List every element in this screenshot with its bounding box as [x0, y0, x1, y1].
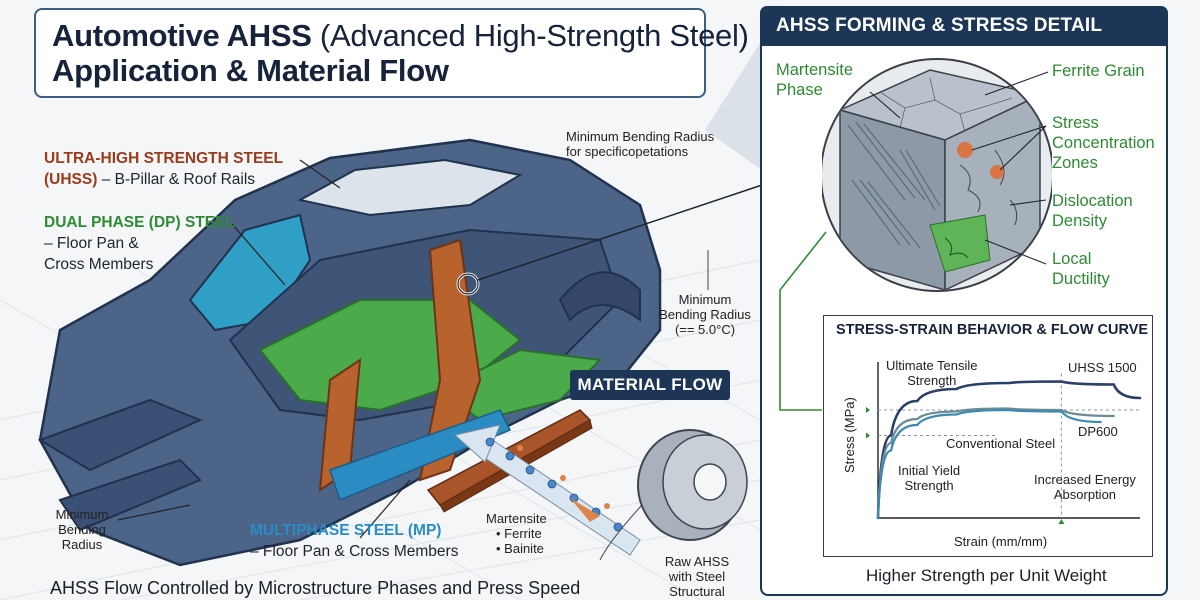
min-bend-mid-1: Minimum: [678, 292, 732, 307]
phase-bainite: • Bainite: [496, 541, 544, 556]
yield-annotation: Initial Yield Strength: [898, 463, 960, 493]
title-line-2: Application & Material Flow: [52, 53, 688, 88]
local-ductility-label: Local Ductility: [1052, 249, 1110, 289]
raw-2: with Steel: [668, 569, 726, 584]
dislocation-2: Density: [1052, 212, 1108, 230]
min-bend-mid-2: Bending Radius: [659, 307, 751, 322]
ylabel-text: Stress (MPa): [842, 397, 857, 473]
title-light: (Advanced High-Strength Steel): [319, 18, 749, 53]
ferrite-grain-label: Ferrite Grain: [1052, 62, 1145, 80]
series-label-uhss: UHSS 1500: [1068, 360, 1137, 375]
zoom-connector: [705, 40, 762, 170]
title-line-1: Automotive AHSS (Advanced High-Strength …: [52, 18, 749, 53]
local-1: Local: [1052, 250, 1092, 268]
dp-desc-2: Cross Members: [44, 256, 154, 273]
phase-title: Martensite: [486, 511, 547, 526]
dislocation-1: Dislocation: [1052, 192, 1133, 210]
bottom-note: Higher Strength per Unit Weight: [866, 566, 1107, 585]
cube-chart-connector: [779, 231, 827, 411]
min-bend-top: Minimum Bending Radius for specificopeta…: [566, 129, 714, 159]
series-line-uhss: [876, 380, 1142, 520]
mp-name: MULTIPHASE STEEL (MP): [250, 522, 442, 539]
dp-desc-1: – Floor Pan &: [44, 235, 139, 252]
title-box: Automotive AHSS (Advanced High-Strength …: [34, 8, 749, 98]
min-bend-left-2: Bending: [58, 522, 106, 537]
min-bend-left: Minimum Bending Radius: [44, 507, 120, 552]
title-bold: Automotive AHSS: [52, 18, 312, 53]
marker-arrow-x: [1058, 519, 1065, 524]
yield-2: Strength: [904, 478, 954, 493]
footer-text: AHSS Flow Controlled by Microstructure P…: [50, 578, 581, 598]
material-flow-badge: MATERIAL FLOW: [570, 370, 730, 400]
min-bend-mid: Minimum Bending Radius (== 5.0°C): [646, 292, 764, 337]
uts-2: Strength: [907, 373, 957, 388]
energy-1: Increased Energy: [1034, 472, 1136, 487]
phase-ferrite: • Ferrite: [496, 526, 542, 541]
chart-lines: [876, 380, 1142, 520]
min-bend-mid-3: (== 5.0°C): [674, 322, 736, 337]
martensite-2: Phase: [776, 81, 823, 99]
detail-panel-header: AHSS FORMING & STRESS DETAIL: [760, 6, 1168, 46]
mp-desc: – Floor Pan & Cross Members: [250, 543, 459, 560]
series-label-conventional: Conventional Steel: [946, 436, 1056, 451]
microstructure-cube: [822, 58, 1052, 292]
dislocation-density-label: Dislocation Density: [1052, 191, 1133, 231]
chart-title: STRESS-STRAIN BEHAVIOR & FLOW CURVE: [836, 322, 1149, 338]
title-line-2-text: Application & Material Flow: [52, 53, 449, 88]
min-bend-left-3: Radius: [61, 537, 103, 552]
stress-strain-chart: [866, 362, 1142, 524]
stress-1: Stress: [1052, 114, 1099, 132]
marker-arrow-lower: [866, 432, 870, 439]
raw-3: Structural: [669, 584, 725, 599]
series-line-conventional: [876, 407, 1115, 520]
raw-ahss-label: Raw AHSS with Steel Structural: [656, 554, 738, 599]
uhss-desc: – B-Pillar & Roof Rails: [101, 171, 256, 188]
mp-label: MULTIPHASE STEEL (MP): [250, 522, 441, 540]
uts-1: Ultimate Tensile: [886, 358, 978, 373]
uhss-label: ULTRA-HIGH STRENGTH STEEL: [44, 150, 283, 168]
series-line-dp600: [876, 408, 1102, 520]
uhss-name: ULTRA-HIGH STRENGTH STEEL: [44, 150, 284, 167]
marker-arrow-upper: [866, 407, 870, 413]
dp-name: DUAL PHASE (DP) STEEL: [44, 214, 235, 231]
min-bend-left-1: Minimum: [55, 507, 109, 522]
min-bend-top-1: Minimum Bending Radius: [566, 129, 715, 144]
series-label-dp600: DP600: [1078, 424, 1118, 439]
martensite-phase-label: Martensite Phase: [776, 60, 853, 100]
martensite-1: Martensite: [776, 61, 854, 79]
dp-label: DUAL PHASE (DP) STEEL: [44, 214, 235, 232]
material-flow-graphic: [426, 409, 748, 561]
stress-2: Concentration: [1052, 134, 1155, 152]
phase-list: Martensite • Ferrite • Bainite: [486, 511, 547, 556]
raw-1: Raw AHSS: [664, 554, 730, 569]
stress-concentration-label: Stress Concentration Zones: [1052, 113, 1155, 173]
uhss-desc-line: (UHSS) – B-Pillar & Roof Rails: [44, 171, 255, 189]
uhss-abbr: (UHSS): [44, 171, 98, 188]
energy-annotation: Increased Energy Absorption: [1034, 472, 1136, 502]
stress-3: Zones: [1052, 154, 1098, 172]
energy-2: Absorption: [1053, 487, 1117, 502]
local-2: Ductility: [1052, 270, 1110, 288]
uts-annotation: Ultimate Tensile Strength: [886, 358, 978, 388]
yield-1: Initial Yield: [898, 463, 961, 478]
min-bend-top-2: for specificopetations: [566, 144, 689, 159]
chart-ylabel: Stress (MPa): [842, 297, 857, 473]
chart-xlabel: Strain (mm/mm): [954, 534, 1048, 549]
